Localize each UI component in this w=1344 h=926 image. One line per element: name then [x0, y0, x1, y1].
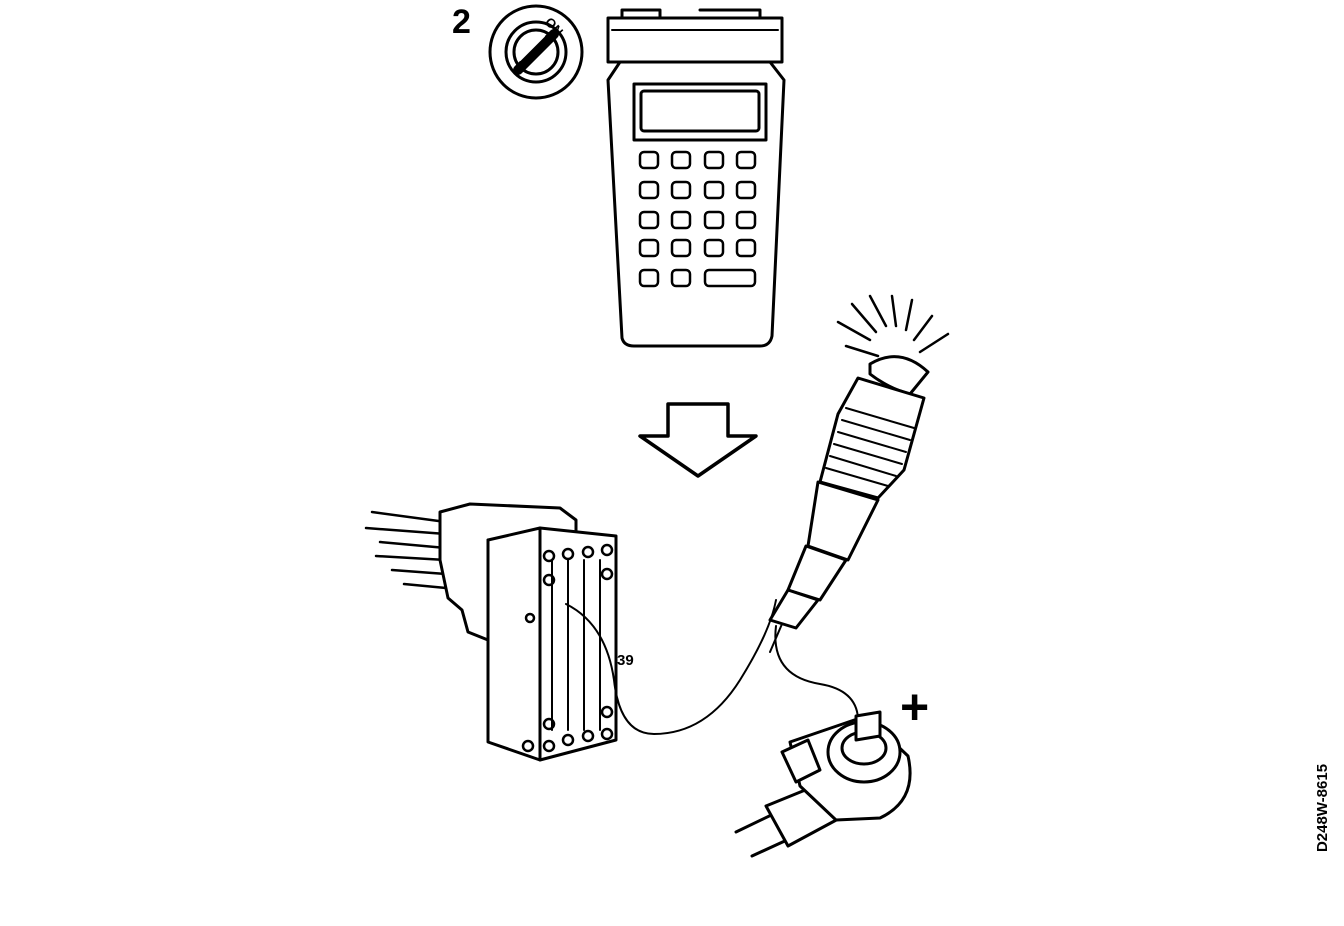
lamp-lead-wire [774, 625, 859, 719]
test-lead-wire [565, 599, 777, 735]
ecu-connector-icon [364, 502, 618, 762]
step-number: 2 [452, 3, 471, 41]
test-lamp-icon [768, 294, 950, 653]
ignition-key-icon [488, 4, 584, 100]
down-arrow-icon [638, 402, 758, 478]
diagnostic-tester-icon [606, 8, 786, 348]
pin-number-label: 39 [617, 652, 634, 669]
battery-terminal-icon [734, 710, 912, 858]
polarity-label: + [900, 679, 930, 735]
figure-code-label: D248W-8615 [1314, 763, 1331, 853]
